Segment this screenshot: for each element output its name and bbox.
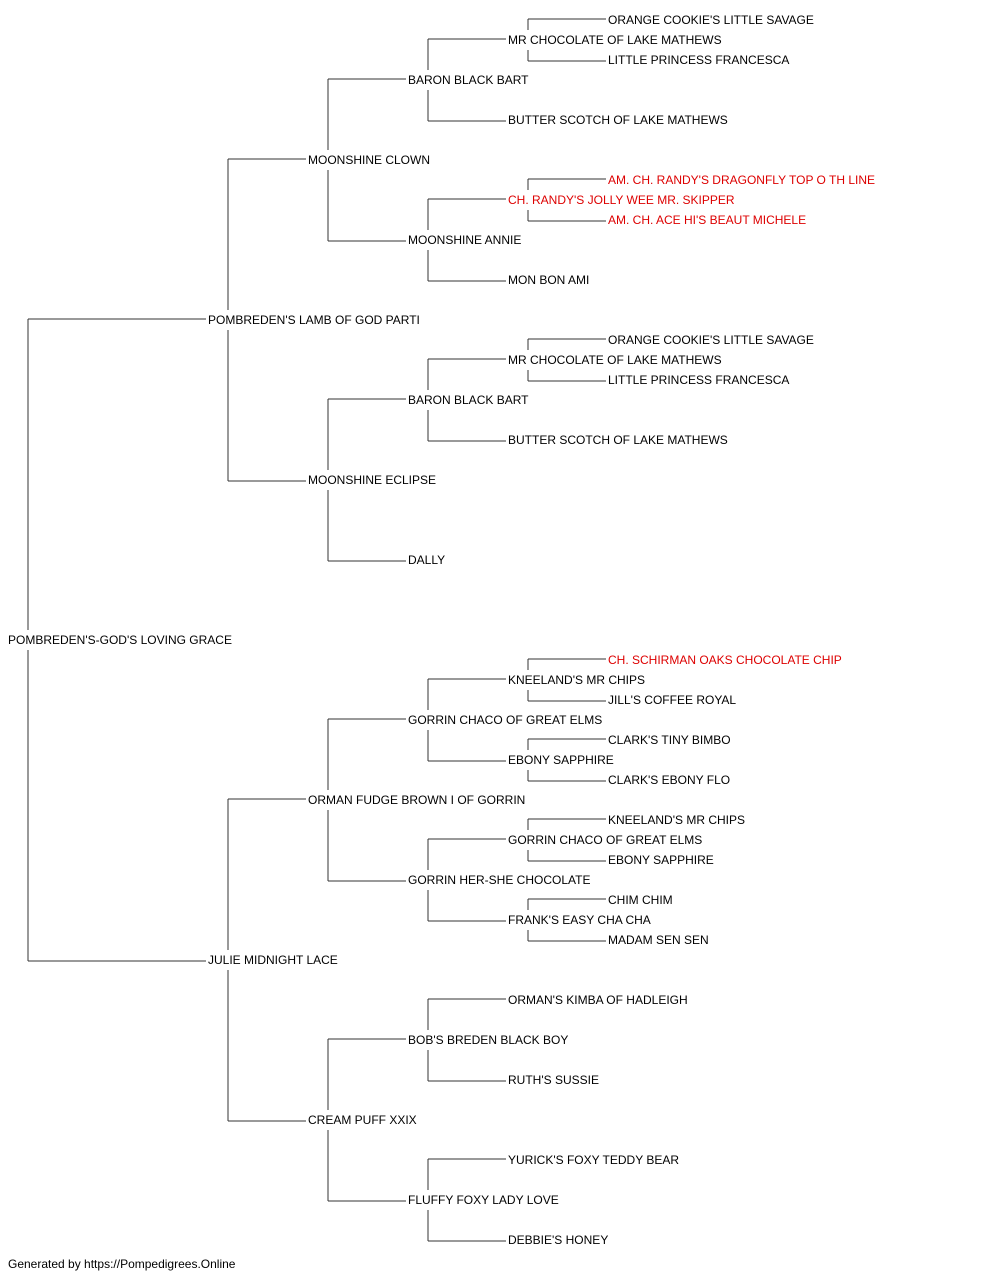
ancestor-name: LITTLE PRINCESS FRANCESCA [608, 373, 789, 387]
ancestor-name: CH. RANDY'S JOLLY WEE MR. SKIPPER [508, 193, 735, 207]
ancestor-name: CLARK'S TINY BIMBO [608, 733, 731, 747]
ancestor-name: ORANGE COOKIE'S LITTLE SAVAGE [608, 333, 814, 347]
ancestor-name: BARON BLACK BART [408, 393, 529, 407]
pedigree-tree: POMBREDEN'S-GOD'S LOVING GRACE POMBREDEN'… [8, 13, 875, 1247]
ancestor-name: AM. CH. RANDY'S DRAGONFLY TOP O TH LINE [608, 173, 875, 187]
ancestor-name: POMBREDEN'S LAMB OF GOD PARTI [208, 313, 420, 327]
ancestor-name: YURICK'S FOXY TEDDY BEAR [508, 1153, 679, 1167]
ancestor-name: KNEELAND'S MR CHIPS [508, 673, 645, 687]
ancestor-name: DEBBIE'S HONEY [508, 1233, 608, 1247]
ancestor-name: EBONY SAPPHIRE [608, 853, 714, 867]
ancestor-name: MON BON AMI [508, 273, 589, 287]
ancestor-name: AM. CH. ACE HI'S BEAUT MICHELE [608, 213, 806, 227]
ancestor-name: LITTLE PRINCESS FRANCESCA [608, 53, 789, 67]
ancestor-name: BOB'S BREDEN BLACK BOY [408, 1033, 568, 1047]
ancestor-name: CH. SCHIRMAN OAKS CHOCOLATE CHIP [608, 653, 842, 667]
ancestor-name: JILL'S COFFEE ROYAL [608, 693, 736, 707]
ancestor-name: MOONSHINE CLOWN [308, 153, 430, 167]
ancestor-name: GORRIN CHACO OF GREAT ELMS [408, 713, 602, 727]
ancestor-name: JULIE MIDNIGHT LACE [208, 953, 338, 967]
ancestor-name: MOONSHINE ECLIPSE [308, 473, 436, 487]
ancestor-name: RUTH'S SUSSIE [508, 1073, 599, 1087]
ancestor-name: DALLY [408, 553, 445, 567]
ancestor-name: MR CHOCOLATE OF LAKE MATHEWS [508, 353, 722, 367]
generated-by-footer: Generated by https://Pompedigrees.Online [8, 1257, 236, 1271]
ancestor-name: ORMAN FUDGE BROWN I OF GORRIN [308, 793, 525, 807]
ancestor-name: GORRIN CHACO OF GREAT ELMS [508, 833, 702, 847]
ancestor-name: BUTTER SCOTCH OF LAKE MATHEWS [508, 433, 728, 447]
ancestor-name: CLARK'S EBONY FLO [608, 773, 730, 787]
ancestor-name: ORANGE COOKIE'S LITTLE SAVAGE [608, 13, 814, 27]
ancestor-name: CREAM PUFF XXIX [308, 1113, 417, 1127]
ancestor-name: MOONSHINE ANNIE [408, 233, 521, 247]
ancestor-name: BUTTER SCOTCH OF LAKE MATHEWS [508, 113, 728, 127]
ancestor-name: ORMAN'S KIMBA OF HADLEIGH [508, 993, 688, 1007]
ancestor-name: FLUFFY FOXY LADY LOVE [408, 1193, 559, 1207]
ancestor-name: EBONY SAPPHIRE [508, 753, 614, 767]
subject-dog-name: POMBREDEN'S-GOD'S LOVING GRACE [8, 633, 232, 647]
ancestor-name: FRANK'S EASY CHA CHA [508, 913, 651, 927]
ancestor-name: MR CHOCOLATE OF LAKE MATHEWS [508, 33, 722, 47]
ancestor-name: MADAM SEN SEN [608, 933, 709, 947]
ancestor-name: CHIM CHIM [608, 893, 673, 907]
ancestor-name: BARON BLACK BART [408, 73, 529, 87]
ancestor-name: KNEELAND'S MR CHIPS [608, 813, 745, 827]
ancestor-name: GORRIN HER-SHE CHOCOLATE [408, 873, 590, 887]
